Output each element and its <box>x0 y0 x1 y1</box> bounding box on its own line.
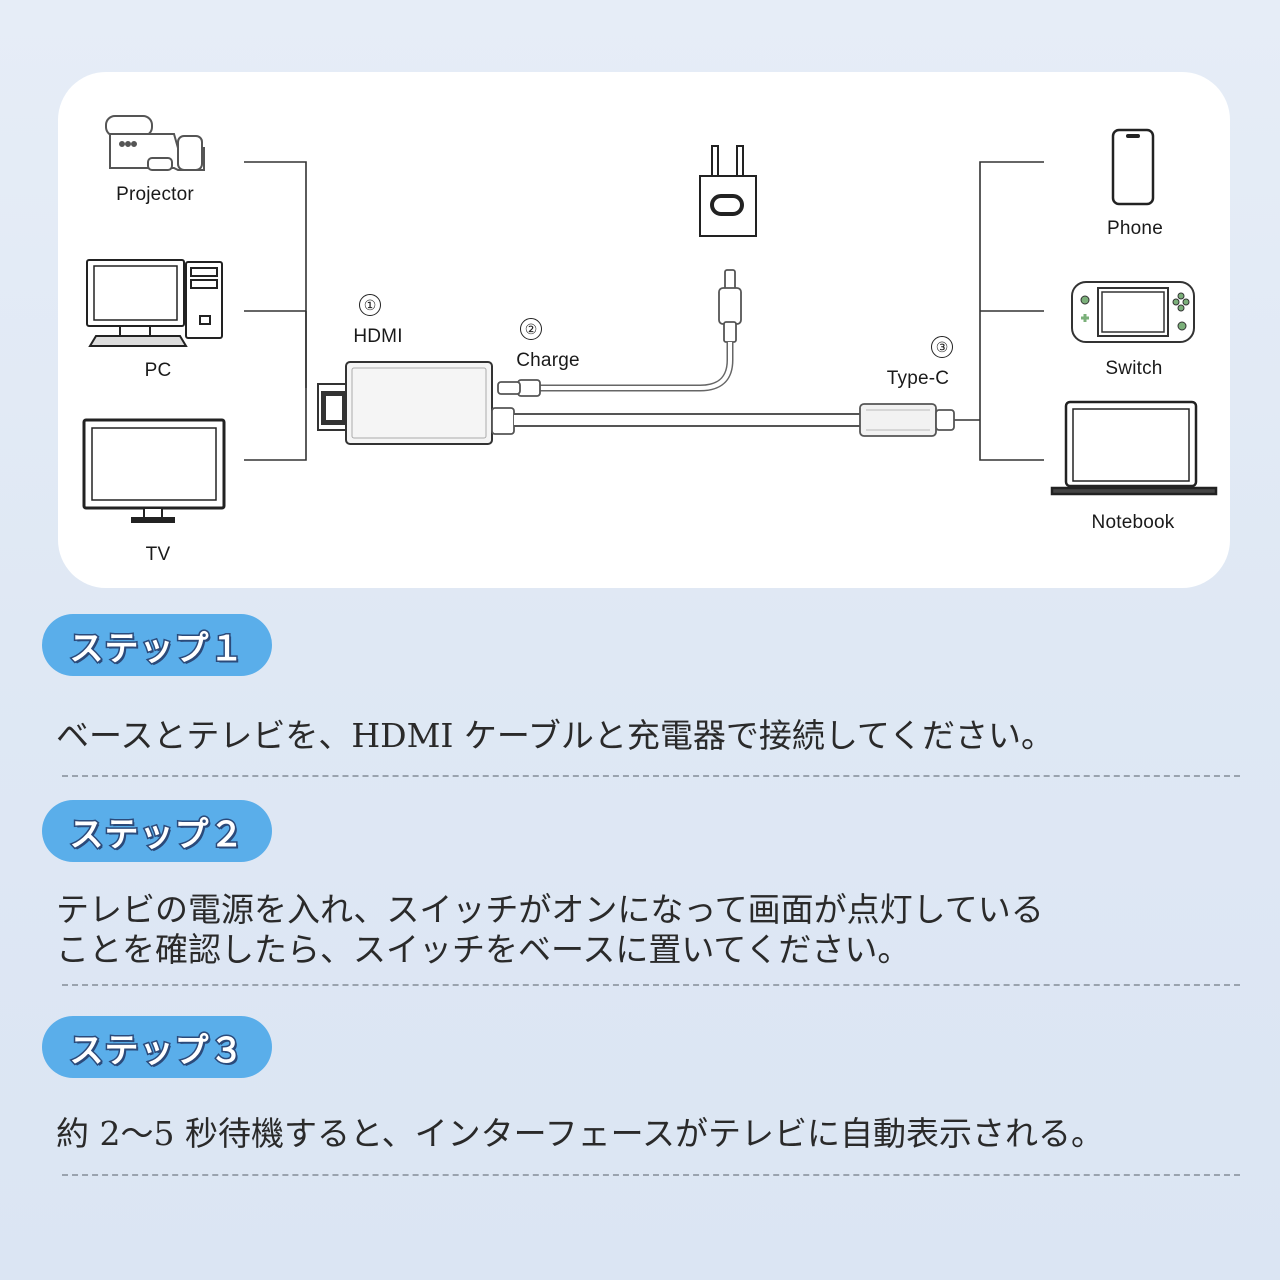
pc-icon <box>86 259 223 347</box>
step-1-badge-label: ステップ１ <box>68 627 245 670</box>
device-label-switch: Switch <box>1105 358 1163 379</box>
port-label-hdmi: HDMI <box>353 326 403 347</box>
phone-icon <box>1111 128 1155 206</box>
type-c-cable <box>491 403 955 437</box>
device-label-pc: PC <box>144 360 172 381</box>
separator <box>62 1174 1240 1176</box>
device-label-phone: Phone <box>1107 218 1163 239</box>
port-label-charge: Charge <box>516 350 580 371</box>
port-number-3: ③ <box>931 336 953 358</box>
switch-console-icon <box>1071 281 1195 343</box>
diagram-panel <box>58 72 1230 588</box>
port-label-type-c: Type-C <box>886 368 950 389</box>
step-3-badge: ステップ３ <box>42 1016 272 1078</box>
charger-icon <box>699 145 757 237</box>
separator <box>62 775 1240 777</box>
projector-icon <box>105 115 205 171</box>
step-3-text: 約 2〜5 秒待機すると、インターフェースがテレビに自動表示される。 <box>56 1114 1105 1153</box>
separator <box>62 984 1240 986</box>
device-label-tv: TV <box>145 544 171 565</box>
notebook-icon <box>1050 400 1218 496</box>
step-3-badge-label: ステップ３ <box>68 1029 245 1072</box>
step-2-badge: ステップ２ <box>42 800 272 862</box>
device-label-notebook: Notebook <box>1091 512 1175 533</box>
connection-diagram <box>82 115 1218 523</box>
port-number-1: ① <box>359 294 381 316</box>
tv-icon <box>82 418 226 523</box>
step-1-badge: ステップ１ <box>42 614 272 676</box>
hdmi-adapter <box>317 361 493 445</box>
step-1-text: ベースとテレビを、HDMI ケーブルと充電器で接続してください。 <box>56 716 1054 755</box>
charge-cable <box>497 269 742 397</box>
step-2-badge-label: ステップ２ <box>68 813 245 856</box>
device-label-projector: Projector <box>116 184 194 205</box>
step-2-text: テレビの電源を入れ、スイッチがオンになって画面が点灯している ことを確認したら、… <box>56 890 1044 969</box>
port-number-2: ② <box>520 318 542 340</box>
